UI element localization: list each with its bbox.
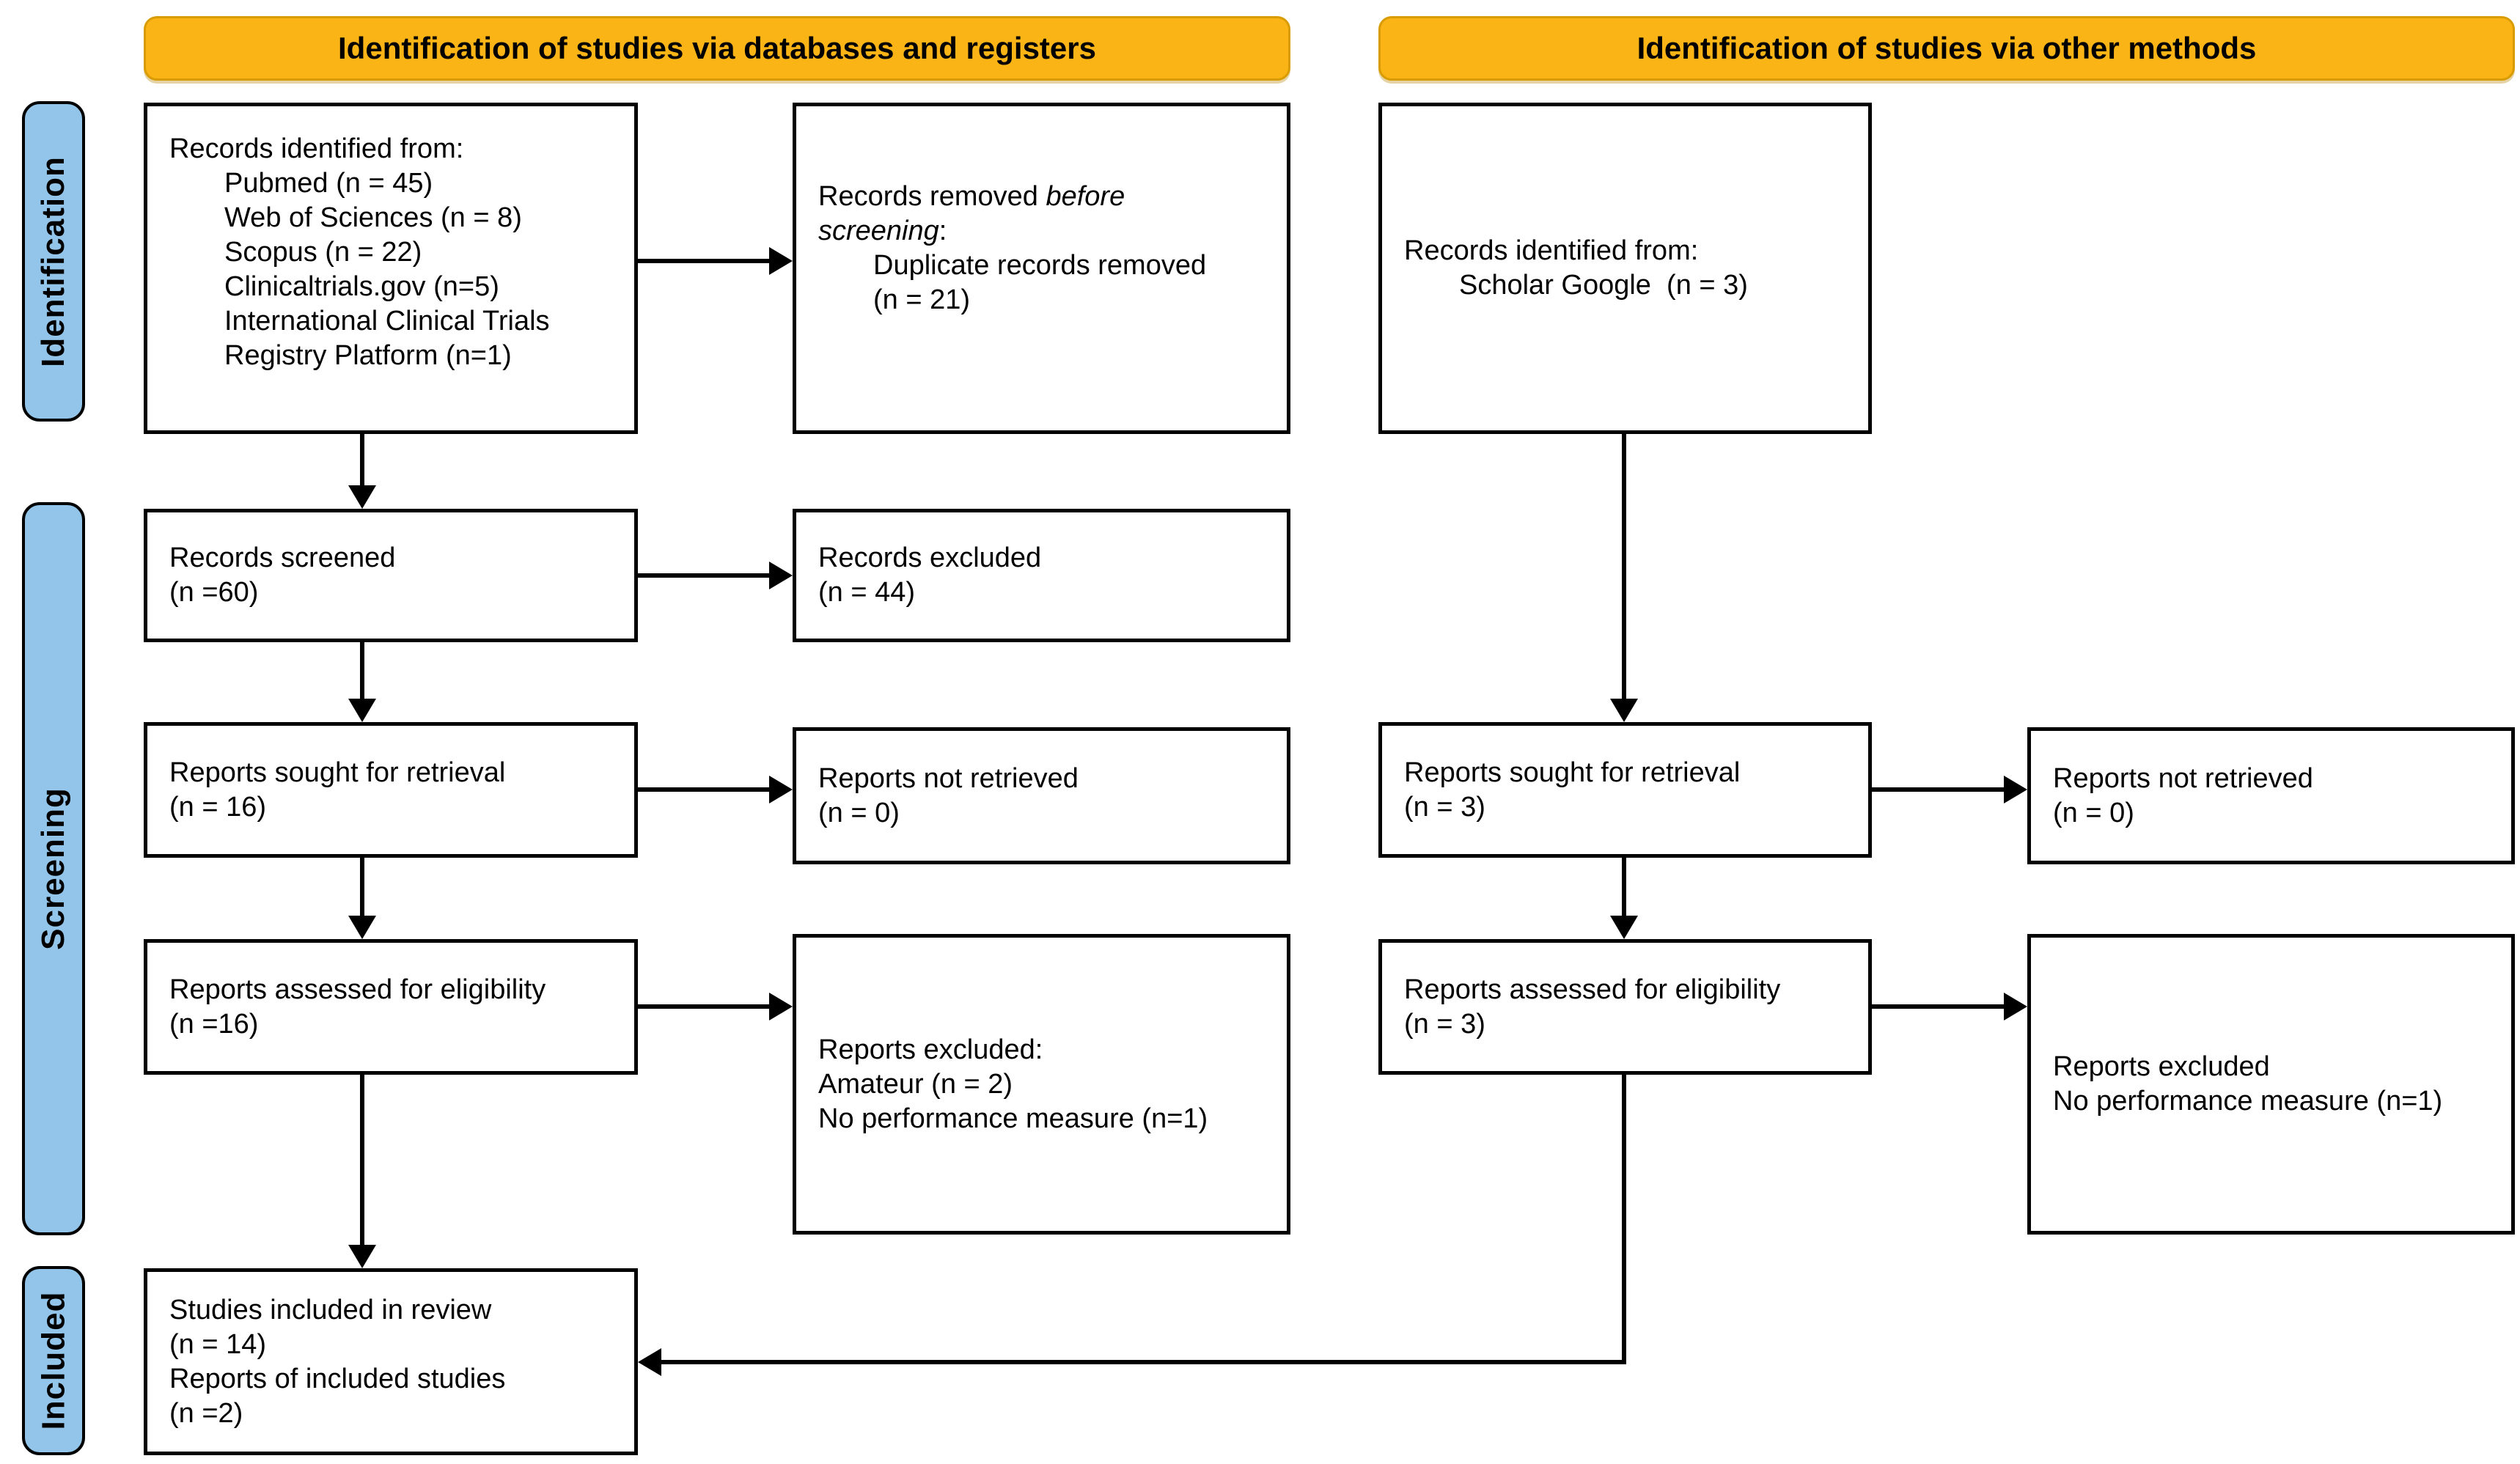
box-text-line: (n = 3) [1404, 1008, 1485, 1040]
arrow-sought-to-assessed-databases [360, 858, 364, 916]
box-text-line: Scholar Google (n = 3) [1459, 270, 1748, 301]
arrow-screened-to-sought [360, 642, 364, 699]
stage-label-identification: Identification [22, 101, 85, 422]
box-text-line: (n = 14) [169, 1328, 267, 1360]
arrow-sought-to-notretrieved-other [1872, 787, 2004, 792]
box-text-line: Pubmed (n = 45) [224, 168, 433, 199]
arrow-identified-to-sought-other [1622, 434, 1626, 699]
box-text-line: Reports excluded: [818, 1034, 1043, 1065]
banner-databases-registers: Identification of studies via databases … [144, 16, 1290, 81]
arrowhead-right-icon [2004, 776, 2027, 803]
box-text-line: Reports not retrieved [2053, 762, 2313, 794]
box-text-line: Registry Platform (n=1) [224, 340, 512, 371]
arrowhead-right-icon [769, 776, 793, 803]
arrowhead-down-icon [348, 916, 376, 939]
arrow-assessed-other-to-included-horizontal [661, 1360, 1626, 1364]
box-text-line: (n = 21) [873, 284, 971, 315]
stage-label-included: Included [22, 1266, 85, 1455]
stage-label-included-text: Included [35, 1291, 71, 1430]
stage-label-identification-text: Identification [35, 155, 71, 367]
arrow-assessed-other-to-included-vertical [1622, 1075, 1626, 1364]
box-text-line: Records identified from: [169, 133, 464, 164]
box-text-line: International Clinical Trials [224, 306, 550, 336]
box-reports-sought-other: Reports sought for retrieval (n = 3) [1378, 722, 1872, 858]
box-text-line: Scopus (n = 22) [224, 237, 422, 268]
stage-label-screening-text: Screening [35, 787, 71, 950]
arrow-identified-to-removed [638, 259, 769, 263]
box-text-line: Studies included in review [169, 1294, 492, 1325]
arrowhead-right-icon [769, 562, 793, 589]
box-text-line: Reports excluded [2053, 1051, 2270, 1082]
box-text-line: Reports not retrieved [818, 762, 1079, 794]
box-reports-excluded-databases: Reports excluded: Amateur (n = 2) No per… [793, 934, 1290, 1235]
arrow-assessed-to-excluded-databases [638, 1004, 769, 1009]
box-text-line: No performance measure (n=1) [818, 1103, 1208, 1134]
box-text-line: No performance measure (n=1) [2053, 1086, 2443, 1117]
arrowhead-right-icon [2004, 993, 2027, 1020]
arrowhead-left-icon [638, 1348, 661, 1376]
box-text-line: (n = 16) [169, 791, 267, 823]
arrow-screened-to-excluded [638, 573, 769, 578]
box-reports-excluded-other: Reports excluded No performance measure … [2027, 934, 2515, 1235]
box-text-line: Amateur (n = 2) [818, 1068, 1013, 1100]
box-text-line: Records identified from: [1404, 235, 1699, 266]
stage-label-screening: Screening [22, 502, 85, 1235]
box-text-line: (n =60) [169, 577, 259, 608]
arrowhead-right-icon [769, 247, 793, 275]
arrowhead-down-icon [348, 485, 376, 509]
arrowhead-down-icon [348, 699, 376, 722]
box-text-line: Reports sought for retrieval [1404, 757, 1741, 788]
box-text-line: Clinicaltrials.gov (n=5) [224, 271, 499, 302]
box-text-line: (n = 44) [818, 577, 916, 608]
box-text-line: Records screened [169, 542, 396, 573]
box-text-line: (n =16) [169, 1008, 259, 1040]
box-text-line: Records excluded [818, 542, 1042, 573]
box-reports-not-retrieved-databases: Reports not retrieved (n = 0) [793, 727, 1290, 864]
box-text-line: Reports sought for retrieval [169, 757, 506, 788]
arrow-assessed-to-excluded-other [1872, 1004, 2004, 1009]
box-reports-assessed-databases: Reports assessed for eligibility (n =16) [144, 939, 638, 1075]
arrowhead-down-icon [1610, 699, 1638, 722]
box-text-line: (n = 3) [1404, 791, 1485, 823]
box-text-line: (n =2) [169, 1397, 243, 1429]
arrow-sought-to-assessed-other [1622, 858, 1626, 916]
box-reports-not-retrieved-other: Reports not retrieved (n = 0) [2027, 727, 2515, 864]
arrow-sought-to-notretrieved-databases [638, 787, 769, 792]
box-text-line: Reports of included studies [169, 1363, 506, 1394]
arrow-identified-to-screened [360, 434, 364, 485]
box-studies-included: Studies included in review (n = 14) Repo… [144, 1268, 638, 1455]
box-text-line: (n = 0) [818, 797, 900, 828]
box-records-screened: Records screened (n =60) [144, 509, 638, 642]
banner-other-methods: Identification of studies via other meth… [1378, 16, 2515, 81]
box-records-identified-other: Records identified from: Scholar Google … [1378, 103, 1872, 434]
box-records-removed-before-screening: Records removed before screening: Duplic… [793, 103, 1290, 434]
box-reports-assessed-other: Reports assessed for eligibility (n = 3) [1378, 939, 1872, 1075]
box-text-line: Reports assessed for eligibility [169, 974, 546, 1005]
box-records-identified-databases: Records identified from: Pubmed (n = 45)… [144, 103, 638, 434]
arrowhead-down-icon [348, 1245, 376, 1268]
box-reports-sought-databases: Reports sought for retrieval (n = 16) [144, 722, 638, 858]
arrow-assessed-to-included [360, 1075, 364, 1245]
box-text-line: Reports assessed for eligibility [1404, 974, 1781, 1005]
box-text-line: Duplicate records removed [873, 250, 1207, 281]
box-text-line: Web of Sciences (n = 8) [224, 202, 522, 233]
arrowhead-down-icon [1610, 916, 1638, 939]
box-text-line: Records removed before [818, 181, 1125, 212]
box-text-line: screening: [818, 216, 947, 246]
box-text-line: (n = 0) [2053, 797, 2134, 828]
arrowhead-right-icon [769, 993, 793, 1020]
box-records-excluded: Records excluded (n = 44) [793, 509, 1290, 642]
